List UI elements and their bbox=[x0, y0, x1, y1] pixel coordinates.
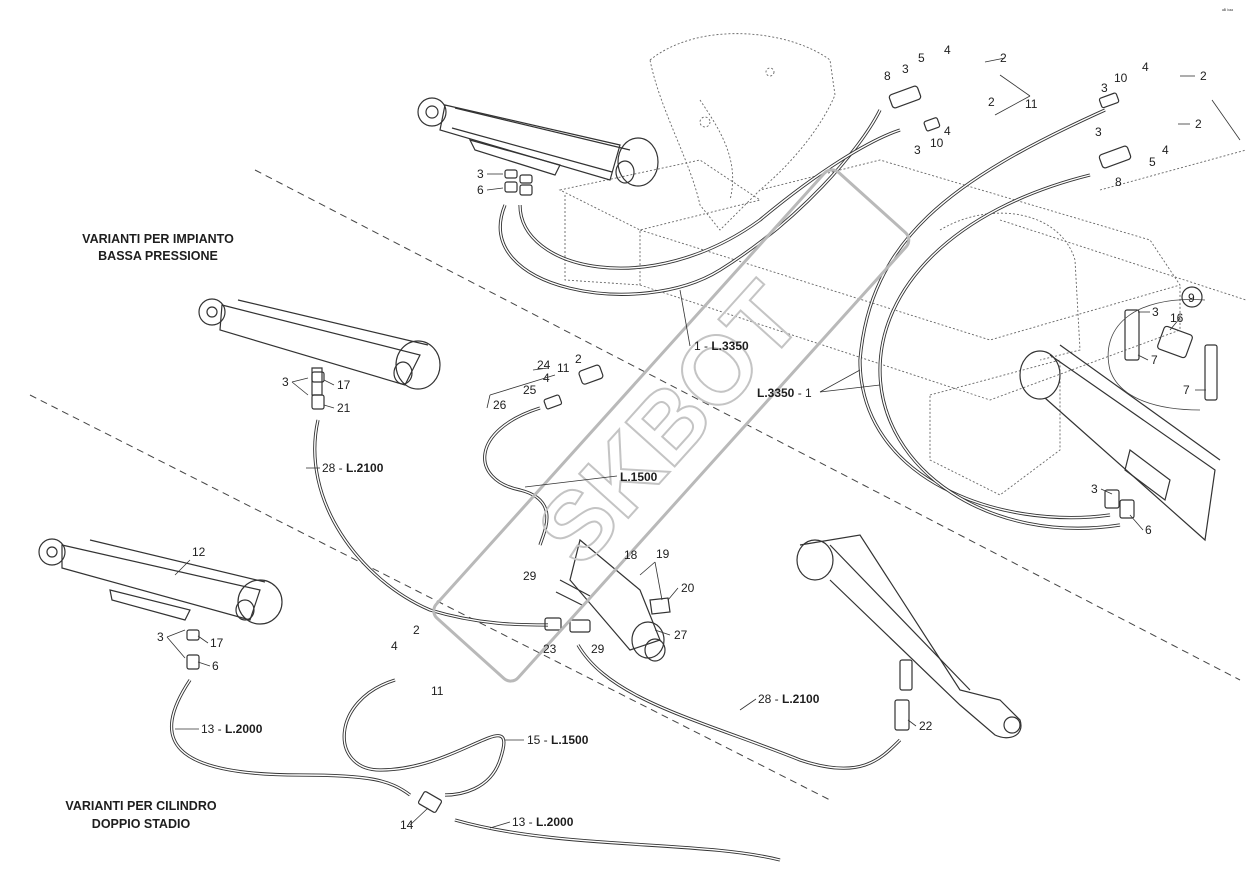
callout-10: 10 bbox=[1114, 71, 1128, 85]
heading-low-pressure-2: BASSA PRESSIONE bbox=[98, 249, 218, 263]
hose-label-13-bottom: 13 - L.2000 bbox=[512, 815, 574, 829]
hose-label-26: L.1500 bbox=[620, 470, 658, 484]
callout-3: 3 bbox=[1095, 125, 1102, 139]
callout-24: 24 bbox=[537, 358, 551, 372]
callout-17: 17 bbox=[337, 378, 351, 392]
callout-11: 11 bbox=[1025, 97, 1038, 111]
detail-circle-9 bbox=[1107, 286, 1206, 411]
cylinder-bottom-right bbox=[796, 534, 1022, 739]
callout-2: 2 bbox=[413, 623, 420, 637]
callout-3: 3 bbox=[902, 62, 909, 76]
callout-4: 4 bbox=[1162, 143, 1169, 157]
callout-25: 25 bbox=[523, 383, 537, 397]
heading-double-stage-1: VARIANTI PER CILINDRO bbox=[65, 799, 216, 813]
callout-3: 3 bbox=[914, 143, 921, 157]
callout-5: 5 bbox=[1149, 155, 1156, 169]
callout-4: 4 bbox=[944, 43, 951, 57]
hose-label-28-bottom: 28 - L.2100 bbox=[758, 692, 820, 706]
callout-8: 8 bbox=[1115, 175, 1122, 189]
callout-17: 17 bbox=[210, 636, 224, 650]
callout-18: 18 bbox=[624, 548, 638, 562]
callout-27: 27 bbox=[674, 628, 688, 642]
callout-20: 20 bbox=[681, 581, 695, 595]
callout-2: 2 bbox=[988, 95, 995, 109]
callout-12: 12 bbox=[192, 545, 206, 559]
cylinder-27 bbox=[555, 538, 671, 662]
hose-label-1-right: L.3350 - 1 bbox=[757, 386, 812, 400]
fittings bbox=[186, 85, 1218, 813]
watermark-text: SKBOT bbox=[517, 263, 821, 584]
callout-5: 5 bbox=[918, 51, 925, 65]
hose-label-1-top: 1 - L.3350 bbox=[694, 339, 749, 353]
callout-3: 3 bbox=[282, 375, 289, 389]
callout-6: 6 bbox=[477, 183, 484, 197]
callout-16: 16 bbox=[1170, 311, 1184, 325]
callout-8: 8 bbox=[884, 69, 891, 83]
cylinder-right bbox=[1019, 344, 1221, 542]
callout-26: 26 bbox=[493, 398, 507, 412]
callout-14: 14 bbox=[400, 818, 414, 832]
callout-2: 2 bbox=[575, 352, 582, 366]
callout-22: 22 bbox=[919, 719, 933, 733]
callout-19: 19 bbox=[656, 547, 670, 561]
hose-label-13-left: 13 - L.2000 bbox=[201, 722, 263, 736]
callout-4: 4 bbox=[391, 639, 398, 653]
callout-3: 3 bbox=[157, 630, 164, 644]
callout-3: 3 bbox=[477, 167, 484, 181]
callout-29: 29 bbox=[523, 569, 537, 583]
callout-leaders bbox=[166, 57, 1241, 826]
callout-21: 21 bbox=[337, 401, 351, 415]
hose-label-15: 15 - L.1500 bbox=[527, 733, 589, 747]
callout-2: 2 bbox=[1200, 69, 1207, 83]
callout-3: 3 bbox=[1091, 482, 1098, 496]
callout-4: 4 bbox=[1142, 60, 1149, 74]
heading-low-pressure-1: VARIANTI PER IMPIANTO bbox=[82, 232, 234, 246]
hose-label-28-top: 28 - L.2100 bbox=[322, 461, 384, 475]
callout-11: 11 bbox=[431, 684, 444, 698]
hoses bbox=[170, 108, 1121, 862]
cylinder-top bbox=[417, 97, 659, 187]
hose-label-leaders bbox=[175, 289, 881, 829]
callout-11: 11 bbox=[557, 361, 570, 375]
callout-3: 3 bbox=[1152, 305, 1159, 319]
cylinder-double-stage bbox=[38, 538, 283, 625]
callout-7: 7 bbox=[1151, 353, 1158, 367]
callout-9: 9 bbox=[1188, 291, 1195, 305]
callout-10: 10 bbox=[930, 136, 944, 150]
callout-23: 23 bbox=[543, 642, 557, 656]
corner-mark: ᵃᴮ ᵇᵃᵃ bbox=[1222, 8, 1233, 14]
machine-frame-outline bbox=[558, 33, 1246, 496]
callout-7: 7 bbox=[1183, 383, 1190, 397]
callout-29: 29 bbox=[591, 642, 605, 656]
callout-2: 2 bbox=[1195, 117, 1202, 131]
hose-labels: 1 - L.3350 L.3350 - 1 L.1500 28 - L.2100… bbox=[201, 339, 820, 829]
cylinder-low-pressure bbox=[198, 298, 441, 396]
callout-6: 6 bbox=[212, 659, 219, 673]
callout-4: 4 bbox=[944, 124, 951, 138]
heading-double-stage-2: DOPPIO STADIO bbox=[92, 817, 191, 831]
callout-3: 3 bbox=[1101, 81, 1108, 95]
callout-6: 6 bbox=[1145, 523, 1152, 537]
